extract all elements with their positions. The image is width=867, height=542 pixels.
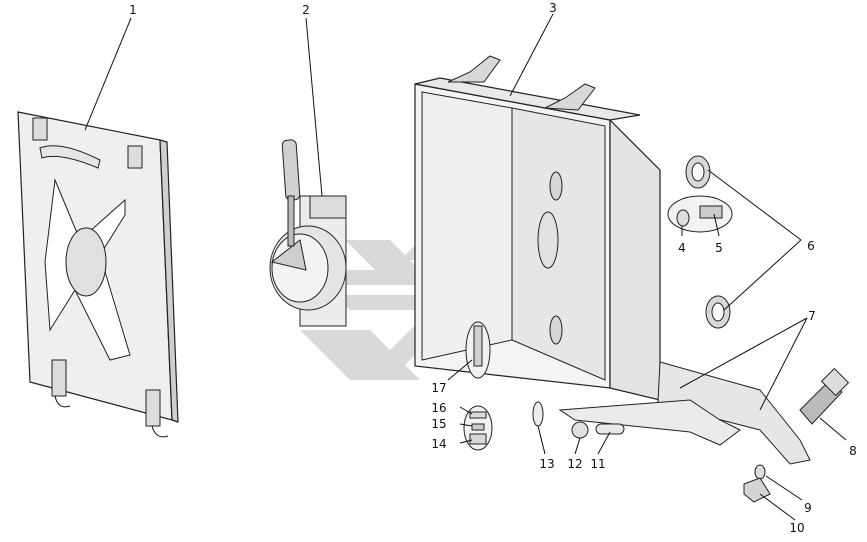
label-16: 16	[431, 401, 446, 415]
part-number-labels: 1 2 3 4 5 6 7 8 9 10 11 12 13 14 15 16 1…	[129, 1, 857, 535]
label-9: 9	[804, 501, 812, 515]
part-6-gaskets	[685, 155, 731, 329]
label-17: 17	[431, 381, 446, 395]
label-1: 1	[129, 3, 137, 17]
label-4: 4	[678, 241, 686, 255]
label-14: 14	[431, 437, 446, 451]
label-5: 5	[715, 241, 723, 255]
label-15: 15	[431, 417, 446, 431]
label-7: 7	[808, 309, 816, 323]
part-9-10-washer-nut	[743, 464, 771, 503]
label-10: 10	[789, 521, 804, 535]
part-3-tank-housing	[414, 55, 661, 401]
label-6: 6	[807, 239, 815, 253]
label-2: 2	[302, 3, 310, 17]
label-11: 11	[590, 457, 605, 471]
label-3: 3	[549, 1, 557, 15]
part-11-13-pins	[532, 401, 625, 439]
part-4-5-fastener	[667, 195, 733, 233]
part-2-valve	[269, 139, 347, 327]
label-8: 8	[849, 444, 857, 458]
part-1-cover-plate	[17, 111, 179, 438]
part-14-17-bolt-set	[463, 321, 493, 451]
part-8-bolt	[799, 367, 850, 425]
label-12: 12	[567, 457, 582, 471]
leader-lines	[84, 13, 847, 521]
part-7-brackets	[558, 361, 811, 465]
label-13: 13	[539, 457, 554, 471]
